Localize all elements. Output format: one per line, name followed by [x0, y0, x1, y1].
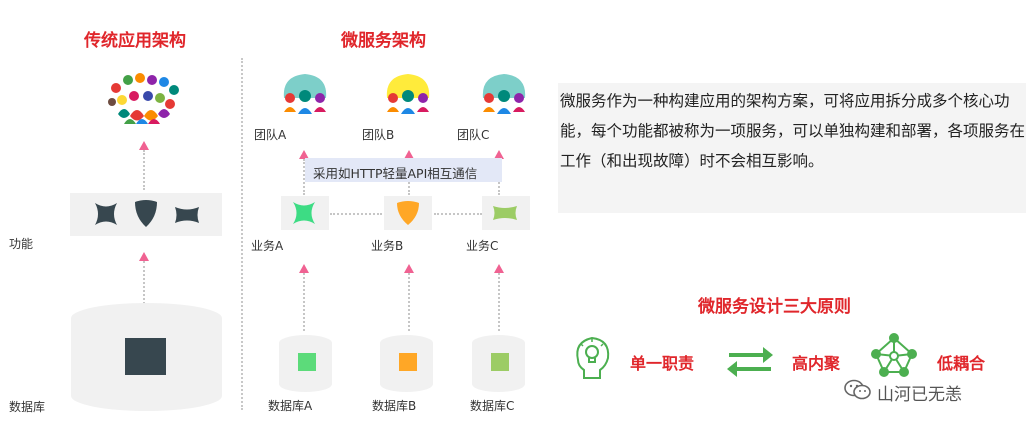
function-label: 功能	[9, 237, 34, 251]
arrow-up	[494, 264, 504, 273]
network-nodes-icon	[871, 333, 917, 377]
database-b-label: 数据库B	[372, 399, 417, 413]
team-c-icon	[482, 74, 526, 114]
service-c-label: 业务C	[466, 239, 499, 253]
communication-bar	[305, 158, 502, 182]
team-c-label: 团队C	[457, 128, 490, 142]
principle-high-cohesion: 高内聚	[792, 354, 841, 373]
arrow-up	[139, 252, 149, 261]
connector-line	[498, 273, 500, 331]
bowtie-shape-icon	[175, 207, 199, 223]
principle-single-responsibility: 单一职责	[630, 354, 695, 373]
microservice-title: 微服务架构	[341, 31, 426, 51]
communication-label: 采用如HTTP轻量API相互通信	[313, 166, 478, 181]
watermark-text: 山河已无恙	[877, 385, 962, 405]
exchange-arrows-icon	[727, 347, 773, 377]
database-a-label: 数据库A	[268, 399, 313, 413]
traditional-title: 传统应用架构	[84, 31, 186, 51]
arrow-up	[494, 150, 504, 159]
users-crowd-icon	[108, 73, 179, 124]
monolith-block	[125, 338, 166, 375]
database-a-block	[298, 353, 316, 371]
database-b-block	[399, 353, 417, 371]
description-box	[558, 83, 1026, 213]
team-a-icon	[283, 74, 327, 114]
x-shape-icon	[95, 203, 117, 225]
connector-line	[303, 159, 305, 195]
wechat-icon	[844, 379, 871, 400]
arrow-up	[299, 150, 309, 159]
principles-title: 微服务设计三大原则	[698, 297, 851, 317]
arrow-up	[404, 150, 414, 159]
arrow-up	[404, 264, 414, 273]
service-b-label: 业务B	[371, 239, 404, 253]
connector-line	[303, 273, 305, 331]
service-b-icon	[397, 201, 419, 225]
team-b-icon	[386, 74, 430, 114]
database-label: 数据库	[9, 400, 46, 414]
team-b-label: 团队B	[362, 128, 395, 142]
shield-shape-icon	[135, 200, 157, 227]
connector-line	[143, 150, 145, 190]
database-c-block	[491, 353, 509, 371]
arrow-up	[299, 264, 309, 273]
arrow-up	[139, 141, 149, 150]
section-divider	[241, 58, 243, 410]
lightbulb-head-icon	[576, 336, 610, 379]
service-a-icon	[293, 202, 315, 224]
connector-line	[408, 273, 410, 331]
service-link-line	[434, 213, 482, 215]
service-c-icon	[493, 206, 517, 220]
service-a-label: 业务A	[251, 239, 284, 253]
principle-low-coupling: 低耦合	[937, 354, 986, 373]
description-text: 微服务作为一种构建应用的架构方案，可将应用拆分成多个核心功能，每个功能都被称为一…	[560, 92, 1026, 170]
service-link-line	[330, 213, 382, 215]
connector-line	[143, 261, 145, 304]
team-a-label: 团队A	[254, 128, 287, 142]
database-c-label: 数据库C	[470, 399, 515, 413]
